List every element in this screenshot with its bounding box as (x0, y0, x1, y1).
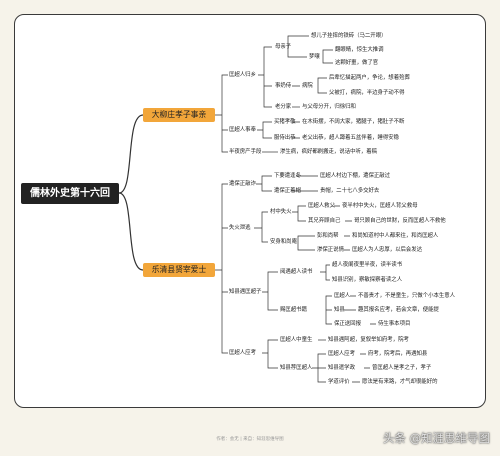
node-extortion[interactable]: 遭保正敲诈 (229, 181, 256, 187)
node-illness[interactable]: 病院 (302, 83, 313, 89)
node-buy-pork[interactable]: 买猪孝敬 (274, 119, 296, 125)
section-filial-son[interactable]: 大柳庄孝子事亲 (143, 108, 215, 122)
node-evaluation-detail[interactable]: 愿法是有来路，才气却很能好的 (362, 379, 438, 385)
node-recommend-exam[interactable]: 匡超人应考 (328, 351, 355, 357)
node-grant-books[interactable]: 赐匡超书籍 (280, 307, 307, 313)
node-magistrate-meets[interactable]: 知县遇匡超子 (229, 289, 262, 295)
node-hears-reading-1[interactable]: 超人夜阑夜里半夜，读半读书 (332, 262, 403, 268)
node-escort[interactable]: 保正送回报 (334, 321, 361, 327)
node-kuang-serves[interactable]: 匡超人事奉 (229, 127, 256, 133)
node-monk-helps[interactable]: 彭和尚帮 (317, 233, 339, 239)
node-save-father[interactable]: 匡超人救父 (308, 203, 335, 209)
node-recommend-official-detail[interactable]: 曾匡超人是孝之子，孝子 (372, 365, 432, 371)
node-recommend[interactable]: 知县荐匡超人 (280, 365, 313, 371)
footer-credit: 作者：会无 | 来自：知涯思维导图 (216, 437, 284, 442)
node-serve-parents[interactable]: 事奶侍 (275, 83, 292, 89)
node-grant-kuang[interactable]: 匡超人 (334, 293, 351, 299)
node-illness-1[interactable]: 后辈忆描起两户，争论，想着殓葬 (329, 75, 410, 81)
node-hears-reading-2[interactable]: 知县识别，察敏探察者读之人 (332, 277, 403, 283)
node-extortion-1-detail[interactable]: 匡超人村边下棚，遭保正敲过 (320, 173, 391, 179)
node-extortion-2[interactable]: 遭保正着帽 (274, 188, 301, 194)
node-brother-selfish[interactable]: 其兄弃顾自己 (308, 218, 341, 224)
node-midnight[interactable]: 半夜房产手段 (229, 149, 262, 155)
node-brother-selfish-detail[interactable]: 哥只顾自己的世财，反而匡超人不救他 (354, 218, 446, 224)
node-plea-detail[interactable]: 匡超人为人忠厚，以后会发达 (352, 247, 423, 253)
node-exam[interactable]: 匡超人应考 (229, 350, 256, 356)
node-village-fire[interactable]: 村中失火 (270, 209, 292, 215)
node-extortion-2-detail[interactable]: 贵帽，二十七八多交好去 (320, 188, 380, 194)
root-topic[interactable]: 儒林外史第十六回 (21, 183, 119, 204)
node-grant-magistrate[interactable]: 知县 (334, 307, 345, 313)
node-fire-escape[interactable]: 失火泄逃 (229, 225, 251, 231)
node-plea[interactable]: 渗保正说情 (317, 247, 344, 253)
node-temple[interactable]: 安身和尚庵 (270, 239, 297, 245)
node-passes[interactable]: 匡超人中童生 (280, 337, 313, 343)
node-save-father-detail[interactable]: 夜半村中失火，匡超人背父救母 (342, 203, 418, 209)
node-mother[interactable]: 母亲子 (275, 44, 292, 50)
node-split-family[interactable]: 老分家 (275, 104, 292, 110)
node-monk-helps-detail[interactable]: 和尚知道村中人都来往，和尚匡超人 (352, 233, 439, 239)
node-dream-2[interactable]: 这颗好噩，做了官 (335, 60, 379, 66)
section-virtuous-magistrate[interactable]: 乐清县贤宰爱士 (143, 263, 215, 277)
node-passes-detail[interactable]: 知县遇阿超，复叙举如府考，院考 (328, 337, 409, 343)
node-buy-pork-detail[interactable]: 在木街摆，不阔大家，猪腿子，猪肚子不断 (302, 119, 405, 125)
node-dream-1[interactable]: 翻眼睛，惊生大推调 (335, 47, 384, 53)
node-hears-reading[interactable]: 阅遇超人读书 (280, 269, 313, 275)
watermark: 头条 @知涯思维导图 (382, 431, 490, 445)
node-split-detail[interactable]: 与父母分开，归徐归和 (302, 104, 356, 110)
node-help-toilet-detail[interactable]: 老父出恭，超人蹲着五盆伴着，睡得安稳 (302, 135, 400, 141)
node-evaluation[interactable]: 学道评价 (328, 379, 350, 385)
node-grant-magistrate-detail[interactable]: 趣其报名应考，若会文章，便能提 (358, 307, 439, 313)
node-recommend-exam-detail[interactable]: 府考，院考后，再遇知县 (368, 351, 428, 357)
node-midnight-detail[interactable]: 渗生病，疯好都刷搬走，说话中听，着稿 (280, 149, 378, 155)
node-illness-2[interactable]: 父被打，病院，半边身子动不得 (329, 90, 405, 96)
node-help-toilet[interactable]: 服侍出恭 (274, 135, 296, 141)
node-grant-kuang-detail[interactable]: 不善贵才，不是童生，只做个小本生意人 (358, 293, 456, 299)
node-extortion-1[interactable]: 下要遭逢冬 (274, 173, 301, 179)
node-dream[interactable]: 梦嚷 (309, 54, 320, 60)
node-escort-detail[interactable]: 侍生事本项目 (378, 321, 411, 327)
node-kuang-returns[interactable]: 匡超人归乡 (229, 72, 256, 78)
mindmap-frame (14, 14, 486, 408)
node-recommend-official[interactable]: 知县遣学政 (328, 365, 355, 371)
node-mother-misses-son[interactable]: 想儿子挂摔的铁砖（马二开眼） (311, 33, 387, 39)
